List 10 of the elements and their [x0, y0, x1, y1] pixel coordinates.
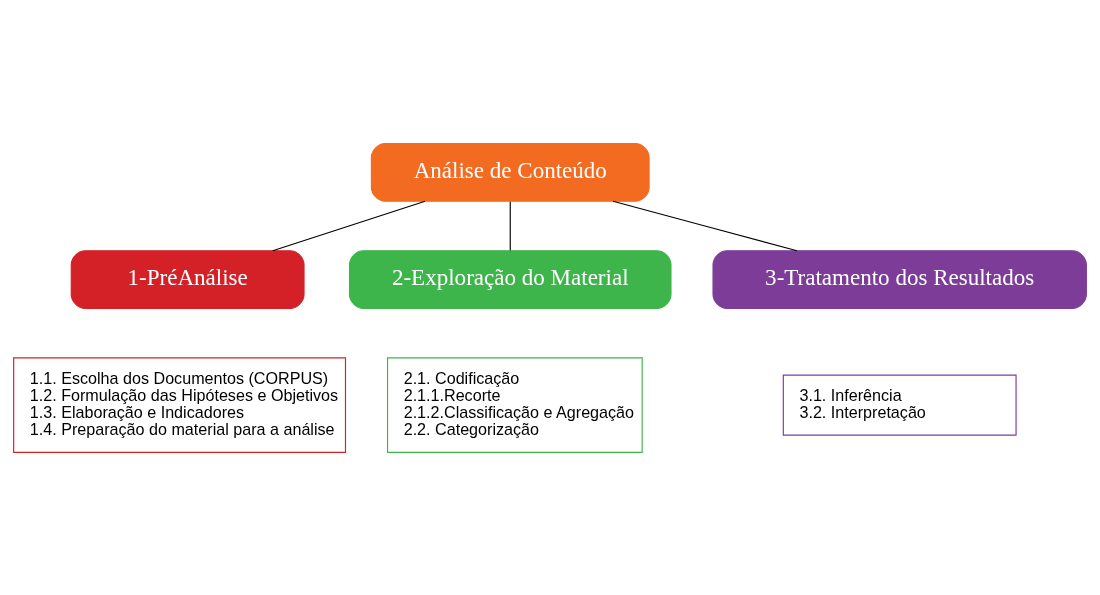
connector [272, 200, 426, 251]
node-box: 3-Tratamento dos Resultados [712, 249, 1087, 309]
connector [612, 200, 798, 251]
connector [509, 200, 511, 251]
node-box: 3.1. Inferência 3.2. Interpretação [782, 374, 1017, 436]
node-box: 2-Exploração do Material [348, 249, 672, 309]
node-box: Análise de Conteúdo [370, 142, 650, 202]
node-box: 2.1. Codificação 2.1.1.Recorte 2.1.2.Classificação e Agregação 2.2. Categorização [386, 356, 643, 453]
node-box: 1.1. Escolha dos Documentos (CORPUS) 1.2. Formulação das Hipóteses e Objetivos 1.3. Elaboração e Indicadores 1.4. Preparação do material para a análise [13, 356, 347, 453]
node-box: 1-PréAnálise [70, 249, 305, 309]
